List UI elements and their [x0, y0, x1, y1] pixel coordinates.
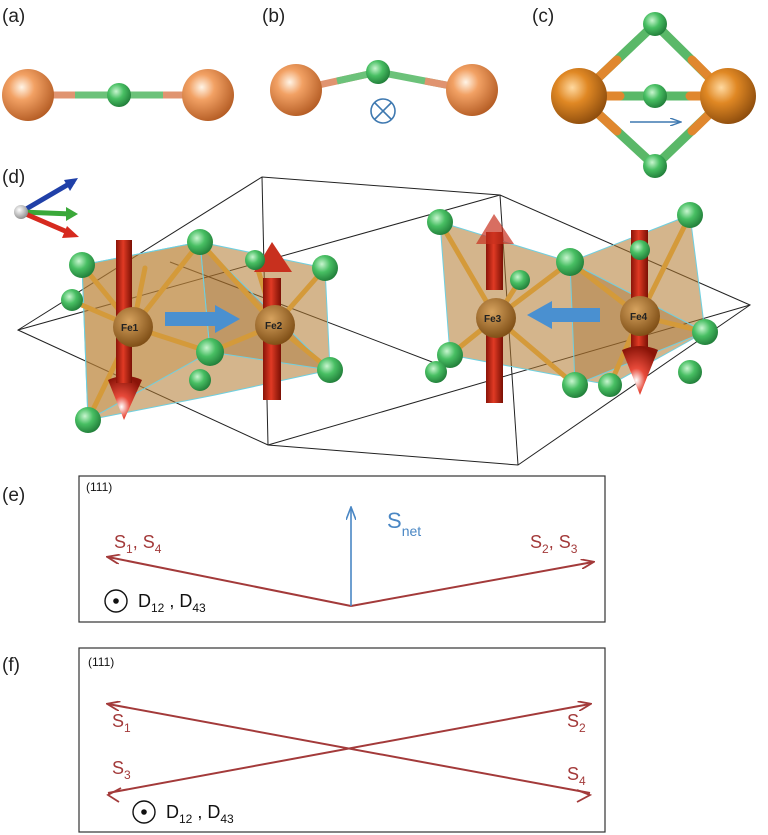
- label-s4: S4: [567, 764, 586, 788]
- ligand-atom: [107, 83, 131, 107]
- plane-label-e: (111): [86, 480, 112, 494]
- label-dmi-f: D12 , D43: [166, 802, 234, 826]
- ligand-atom-top: [643, 12, 667, 36]
- arrowhead-s4: [576, 789, 593, 803]
- fe4-label: Fe4: [630, 312, 648, 323]
- fe-atom-right: [182, 69, 234, 121]
- fe3-label: Fe3: [484, 314, 502, 325]
- octahedra-fe3-fe4: Fe3 Fe4: [425, 202, 718, 403]
- panel-c: (c): [532, 6, 756, 178]
- fe4-atom: [620, 296, 660, 336]
- ligand-atom: [366, 60, 390, 84]
- fe4-fe3-arrow: [527, 301, 600, 329]
- panel-label-b: (b): [262, 6, 285, 27]
- panel-f: (f) (111) S1 S2 S3 S4 D12 , D43: [2, 647, 606, 833]
- ligand-atom-bottom: [643, 154, 667, 178]
- ligand-atom-center: [643, 84, 667, 108]
- fe-atom-left: [270, 64, 322, 116]
- spin-arrow-s2: [107, 704, 590, 794]
- spin-arrow-s2-s3: [350, 562, 593, 607]
- panel-d: (d): [2, 167, 752, 466]
- axes-icon: [14, 178, 79, 238]
- label-s-net: Snet: [387, 508, 421, 539]
- fe-atom-left: [2, 69, 54, 121]
- fe2-label: Fe2: [265, 321, 283, 332]
- fe1-atom: [113, 307, 153, 347]
- fe3-atom: [476, 298, 516, 338]
- plane-box-f: [78, 647, 606, 833]
- arrowhead-s3: [106, 787, 122, 803]
- plane-box-e: [78, 475, 606, 623]
- moment-cone-fe4: [622, 346, 658, 395]
- dmi-into-page-icon: [370, 98, 396, 124]
- panel-label-c: (c): [532, 6, 554, 27]
- label-s2: S2: [567, 711, 586, 735]
- spin-arrow-s1-s4: [108, 557, 352, 607]
- panel-e: (e) (111) S1, S4 S2, S3 Snet D12 , D43: [2, 475, 606, 623]
- fe-atom-left: [551, 68, 607, 124]
- fe1-fe2-arrow: [165, 305, 240, 333]
- fe2-atom: [255, 305, 295, 345]
- dmi-out-of-page-icon-f: [132, 800, 156, 824]
- octahedra-fe1-fe2: Fe1 Fe2: [61, 229, 343, 433]
- ligand-atoms-left: [61, 229, 343, 433]
- label-s1: S1: [112, 711, 131, 735]
- dmi-out-of-page-icon-e: [104, 589, 128, 613]
- label-s3: S3: [112, 758, 131, 782]
- fe-atom-right: [700, 68, 756, 124]
- panel-label-e: (e): [2, 485, 25, 506]
- label-s2-s3: S2, S3: [530, 532, 578, 556]
- panel-label-d: (d): [2, 167, 25, 188]
- fe1-label: Fe1: [121, 323, 139, 334]
- fe-atom-right: [446, 64, 498, 116]
- label-dmi-e: D12 , D43: [138, 591, 206, 615]
- panel-b: (b): [262, 6, 498, 124]
- panel-label-f: (f): [2, 655, 20, 676]
- panel-label-a: (a): [2, 6, 25, 27]
- plane-label-f: (111): [88, 655, 114, 669]
- moment-cone-fe1: [108, 376, 142, 420]
- label-s1-s4: S1, S4: [114, 532, 162, 556]
- ligand-atoms-right: [425, 202, 718, 398]
- panel-a: (a): [2, 6, 234, 121]
